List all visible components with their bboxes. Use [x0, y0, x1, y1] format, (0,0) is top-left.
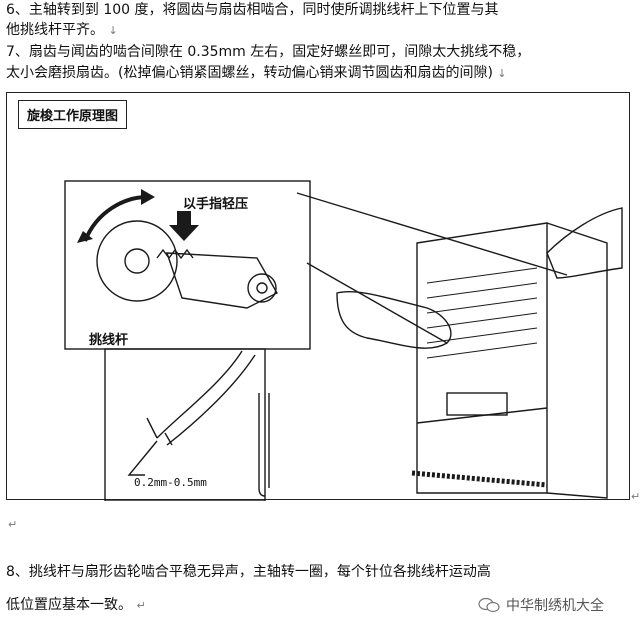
paragraph-8-line-2: 低位置应基本一致。 ↵	[6, 595, 146, 616]
paragraph-text: 太小会磨损扇齿。(松掉偏心销紧固螺丝，转动偏心销来调节圆齿和扇齿的间隙)	[6, 65, 493, 81]
wechat-icon	[478, 597, 500, 613]
rotation-arrow	[83, 195, 148, 242]
paragraph-6-line-2: 他挑线杆平齐。 ↓	[6, 20, 118, 41]
shuttle-principle-figure: 旋梭工作原理图 以手指轻压 挑线杆	[6, 92, 630, 501]
machine-rail	[416, 407, 548, 424]
lever-curve-outer	[156, 350, 243, 439]
label-press-with-finger: 以手指轻压	[183, 197, 249, 212]
lever-curve-inner	[166, 354, 256, 446]
lower-detail-box	[104, 348, 266, 501]
return-mark: ↵	[136, 599, 146, 612]
thread-rail	[411, 470, 548, 488]
paragraph-text: 8、挑线杆与扇形齿轮啮合平稳无异声，主轴转一圈，每个针位各挑线杆运动高	[6, 564, 491, 580]
gap-tick	[164, 432, 173, 446]
label-gap-range: 0.2mm-0.5mm	[134, 476, 207, 489]
figure-title: 旋梭工作原理图	[18, 100, 128, 129]
watermark: 中华制绣机大全	[478, 595, 604, 615]
round-gear	[96, 220, 178, 302]
down-arrow-mark: ↓	[108, 24, 118, 37]
paragraph-7-line-2: 太小会磨损扇齿。(松掉偏心销紧固螺丝，转动偏心销来调节圆齿和扇齿的间隙) ↓	[6, 63, 507, 84]
left-hand	[336, 290, 452, 349]
dimension-leader	[127, 440, 158, 476]
sector-lever	[166, 252, 278, 309]
down-arrow-mark: ↓	[497, 67, 507, 80]
mechanism-illustration	[64, 180, 623, 501]
paragraph-text: 7、扇齿与闻齿的啮合间隙在 0.35mm 左右，固定好螺丝即可，间隙太大挑线不稳…	[6, 44, 531, 60]
paragraph-text: 6、主轴转到到 100 度，将圆齿与扇齿相啮合，同时使所调挑线杆上下位置与其	[6, 2, 499, 18]
watermark-text: 中华制绣机大全	[506, 598, 604, 614]
gap-tick	[146, 417, 158, 439]
right-hand	[546, 207, 623, 279]
paragraph-7-line-1: 7、扇齿与闻齿的啮合间隙在 0.35mm 左右，固定好螺丝即可，间隙太大挑线不稳…	[6, 42, 530, 62]
paragraph-text: 低位置应基本一致。	[6, 597, 132, 613]
machine-panel	[446, 392, 508, 416]
press-arrow	[169, 211, 199, 241]
paragraph-mark: ↵	[8, 518, 18, 531]
pin-center	[256, 282, 268, 294]
rod-outline	[258, 393, 266, 497]
paragraph-text: 他挑线杆平齐。	[6, 22, 104, 38]
gear-hub	[124, 248, 150, 274]
machine-side	[546, 222, 608, 499]
label-take-up-lever: 挑线杆	[89, 329, 129, 348]
paragraph-8-line-1: 8、挑线杆与扇形齿轮啮合平稳无异声，主轴转一圈，每个针位各挑线杆运动高	[6, 562, 491, 582]
return-mark: ↵	[631, 490, 640, 503]
leader-line	[306, 262, 448, 344]
paragraph-6-line-1: 6、主轴转到到 100 度，将圆齿与扇齿相啮合，同时使所调挑线杆上下位置与其	[6, 0, 499, 20]
sector-teeth	[156, 248, 194, 260]
eccentric-pin	[247, 273, 277, 303]
leader-line	[296, 192, 568, 276]
